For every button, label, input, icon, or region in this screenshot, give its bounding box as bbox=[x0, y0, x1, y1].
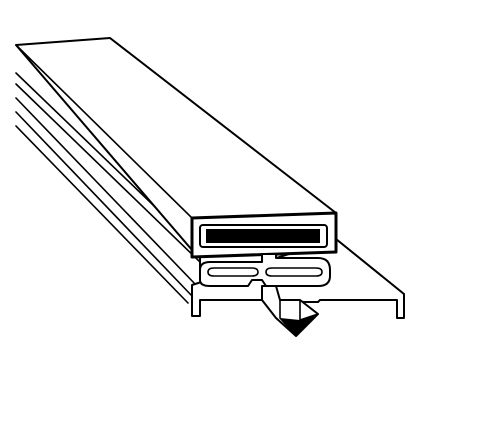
mounting-dart bbox=[261, 285, 319, 337]
bellows-profile bbox=[199, 253, 331, 287]
magnet-housing bbox=[15, 37, 338, 259]
